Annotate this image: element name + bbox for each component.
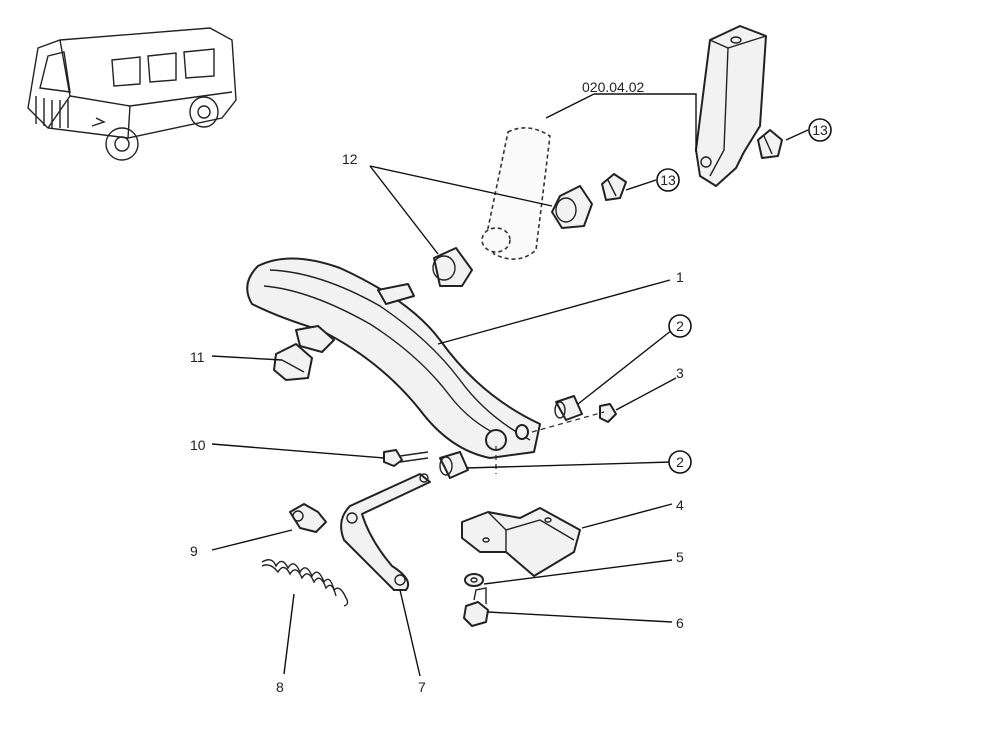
callout-11: 11 [190, 349, 205, 365]
callout-2-circle-upper [668, 314, 692, 338]
spring-clip-left [601, 173, 627, 201]
callout-9: 9 [190, 543, 198, 559]
callout-3: 3 [676, 365, 684, 381]
rubber-stop [273, 343, 313, 381]
callout-13-circle-left [656, 168, 680, 192]
callout-13-right: 13 [812, 122, 828, 138]
pedal-bracket [695, 25, 767, 187]
callout-10: 10 [190, 437, 206, 453]
return-spring [261, 559, 349, 607]
callout-1: 1 [676, 269, 684, 285]
bushing-2-lower [439, 451, 469, 479]
bushing-2-upper [554, 395, 583, 421]
ghost-pedal-rod [481, 127, 551, 260]
callout-13-circle-right [808, 118, 832, 142]
leader-lines [211, 93, 809, 677]
callout-2-circle-lower [668, 450, 692, 474]
callout-13-left: 13 [660, 172, 676, 188]
callout-4: 4 [676, 497, 684, 513]
callout-2-lower: 2 [676, 454, 684, 470]
nut [599, 403, 617, 423]
bushing-upper [551, 185, 593, 229]
washer [464, 573, 484, 587]
callout-2-upper: 2 [676, 318, 684, 334]
mounting-plate [461, 507, 581, 577]
spring-clip-right [757, 129, 783, 159]
callout-6: 6 [676, 615, 684, 631]
bushing-lower [432, 247, 473, 287]
hex-screw [463, 587, 489, 627]
bolt [383, 449, 429, 467]
callout-8: 8 [276, 679, 284, 695]
lever-plate [340, 473, 431, 591]
assembly-axis-upper [531, 411, 605, 433]
retaining-clip [289, 503, 327, 533]
callout-5: 5 [676, 549, 684, 565]
vehicle-illustration [27, 27, 237, 161]
callout-12: 12 [342, 151, 358, 167]
reference-label: 020.04.02 [582, 79, 644, 95]
pedal-arm [246, 257, 541, 459]
callout-7: 7 [418, 679, 426, 695]
